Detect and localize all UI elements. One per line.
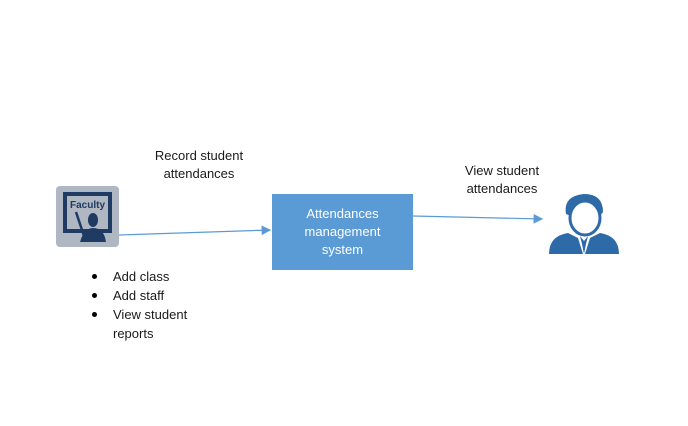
faculty-teacher-icon: Faculty	[56, 186, 119, 247]
system-box[interactable]: Attendances management system	[272, 194, 413, 270]
faculty-icon-text: Faculty	[70, 200, 105, 211]
task-item: Add class	[86, 267, 203, 286]
arrow-faculty-to-system	[118, 225, 272, 236]
system-label: Attendances management system	[304, 206, 381, 257]
user-person-icon	[549, 194, 619, 254]
faculty-task-list: Add class Add staff View student reports	[86, 267, 203, 343]
edge-label-view: View student attendances	[464, 163, 540, 196]
edge-label-record: Record student attendances	[154, 148, 244, 181]
arrow-system-to-user	[412, 214, 544, 224]
task-item: View student reports	[86, 305, 203, 343]
task-item: Add staff	[86, 286, 203, 305]
